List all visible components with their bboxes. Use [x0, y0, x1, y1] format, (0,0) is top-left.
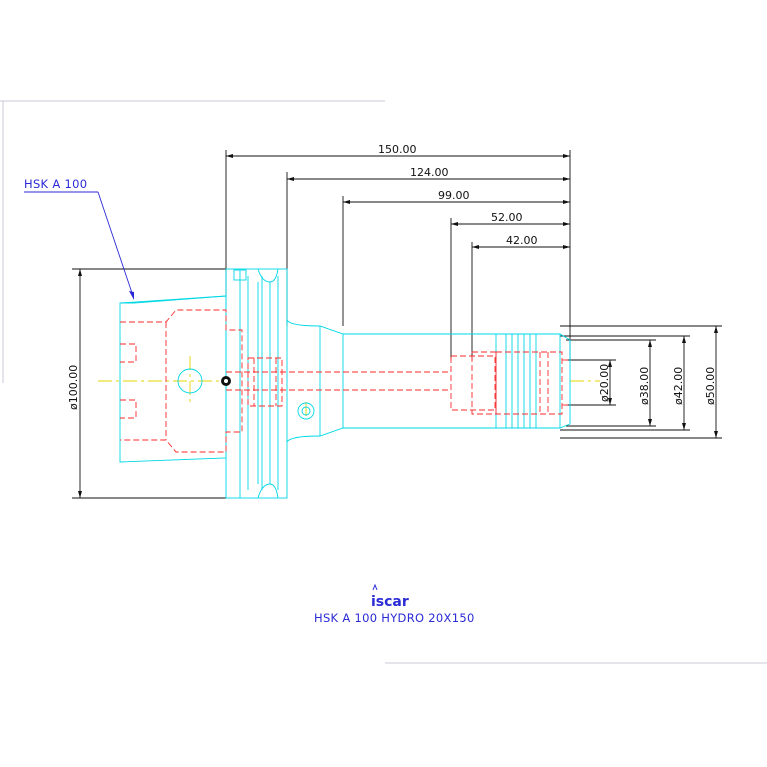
dim-99: 99.00 — [438, 189, 470, 202]
brand-logo: iscar — [371, 583, 409, 610]
dim-dia-100: ø100.00 — [67, 365, 80, 410]
dim-dia-50: ø50.00 — [704, 367, 717, 405]
holder-outline — [119, 268, 571, 499]
holder-callout-label: HSK A 100 — [24, 177, 87, 191]
dim-dia-20: ø20.00 — [598, 364, 611, 402]
drawing-title: HSK A 100 HYDRO 20X150 — [314, 611, 475, 625]
dim-42: 42.00 — [506, 234, 538, 247]
callout-arrowhead — [129, 291, 134, 300]
diameter-right-dimensions — [560, 325, 722, 439]
diameter-100-dimension — [72, 268, 226, 499]
callout-leader — [24, 191, 133, 294]
hidden-lines — [120, 309, 570, 453]
reference-point — [221, 376, 231, 386]
dim-150: 150.00 — [378, 143, 417, 156]
dim-52: 52.00 — [491, 211, 523, 224]
center-lines — [98, 356, 600, 420]
dim-dia-38: ø38.00 — [638, 367, 651, 405]
dim-124: 124.00 — [410, 166, 449, 179]
dimension-arrows — [226, 154, 570, 249]
length-dimensions — [225, 150, 571, 360]
dim-dia-42: ø42.00 — [672, 367, 685, 405]
brand-logo-text: iscar — [371, 594, 409, 610]
sheet-frame — [0, 100, 767, 664]
